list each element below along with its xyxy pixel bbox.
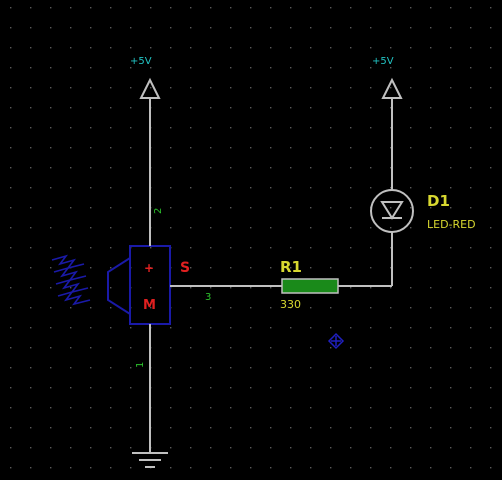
power-arrow-icon — [381, 77, 403, 99]
power-terminal-left[interactable]: +5V — [130, 56, 161, 99]
resistor-icon — [281, 278, 339, 294]
led-diode-icon — [370, 189, 414, 233]
probe-marker[interactable] — [327, 332, 345, 350]
probe-marker-icon — [327, 332, 345, 350]
grid-dots — [10, 7, 492, 469]
power-terminal-right[interactable]: +5V — [372, 56, 403, 99]
resistor-reference: R1 — [280, 258, 302, 276]
power-arrow-icon — [139, 77, 161, 99]
resistor-value: 330 — [280, 298, 301, 311]
wires — [149, 98, 393, 452]
sensor-plus-label: + — [144, 261, 154, 275]
led-component[interactable]: D1 LED-RED — [370, 189, 476, 233]
ir-receiver-icon — [51, 234, 186, 340]
ground-symbol[interactable] — [132, 452, 168, 468]
pin-number-bottom: 1 — [135, 362, 146, 368]
sensor-signal-label: S — [180, 260, 190, 276]
pin-number-top: 2 — [153, 208, 164, 214]
pin-number-signal: 3 — [205, 292, 211, 303]
power-terminal-label: +5V — [130, 56, 152, 67]
led-reference: D1 — [427, 192, 450, 210]
resistor-component[interactable]: R1 330 — [280, 258, 339, 311]
led-value: LED-RED — [427, 218, 476, 231]
ground-icon — [132, 452, 168, 468]
power-terminal-label: +5V — [372, 56, 394, 67]
sensor-minus-label: M — [143, 298, 156, 313]
ir-receiver-component[interactable]: + M S 2 3 1 — [51, 208, 211, 368]
